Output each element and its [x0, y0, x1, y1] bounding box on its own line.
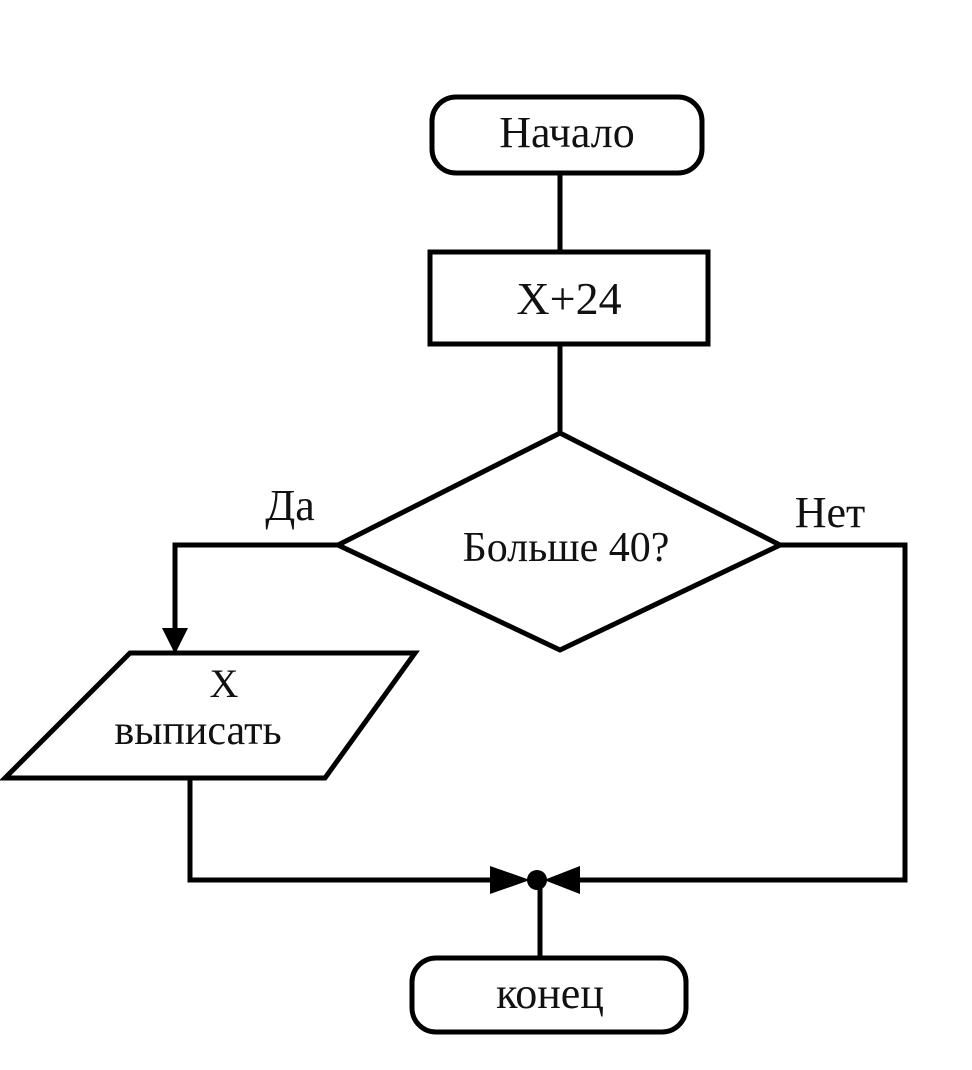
yes-label: Да	[265, 481, 315, 530]
arrow-down-icon	[162, 628, 188, 654]
connector-yes-branch	[172, 542, 338, 630]
start-terminator: Начало	[429, 94, 705, 176]
process-label: X+24	[516, 273, 621, 324]
merge-point	[527, 870, 547, 890]
connector-no-branch	[565, 542, 908, 883]
end-terminator: конец	[409, 955, 689, 1035]
process-block: X+24	[427, 249, 711, 347]
output-label-line2: выписать	[114, 708, 281, 754]
output-block: X выписать	[0, 650, 420, 781]
connectors	[162, 173, 908, 958]
no-label: Нет	[795, 488, 866, 537]
decision-block: Больше 40?	[332, 430, 786, 653]
arrow-left-icon	[544, 866, 580, 894]
end-label: конец	[496, 969, 604, 1018]
output-label-line1: X	[210, 661, 239, 706]
arrow-right-icon	[490, 866, 530, 894]
start-label: Начало	[499, 108, 635, 157]
connector-output-merge	[187, 778, 510, 883]
decision-label: Больше 40?	[463, 525, 670, 571]
